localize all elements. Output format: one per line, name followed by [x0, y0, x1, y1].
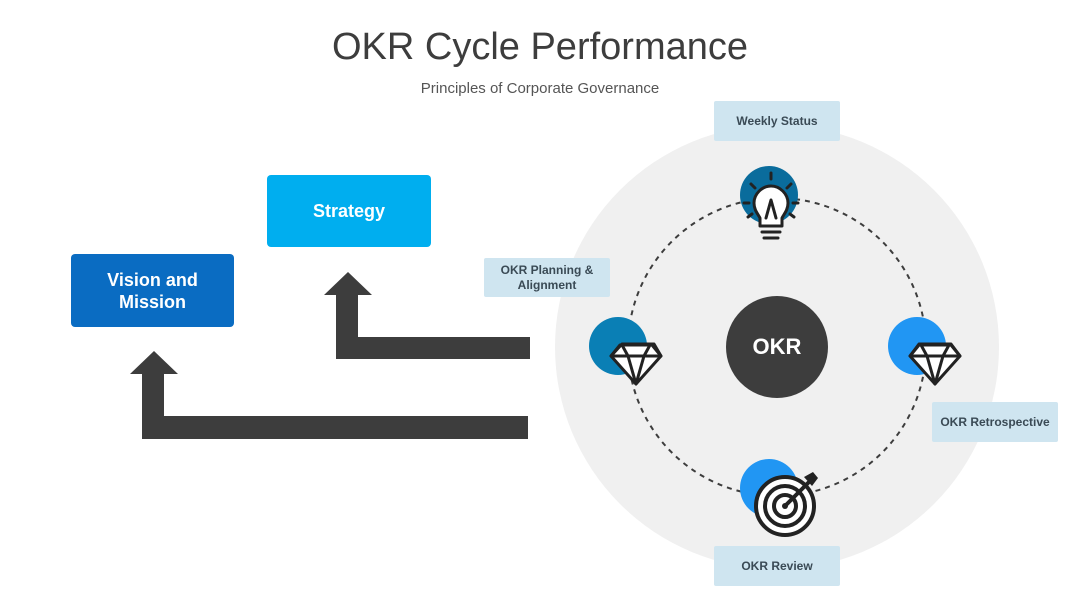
review-node [740, 459, 818, 537]
vision-label-line1: Vision and [107, 269, 198, 290]
diamond-icon [908, 342, 962, 386]
okr-center-label: OKR [752, 334, 802, 359]
planning-node [589, 317, 663, 386]
weekly-status-label: Weekly Status [736, 113, 818, 128]
target-icon [754, 472, 818, 537]
arrow-to-strategy [324, 272, 530, 359]
retrospective-label: OKR Retrospective [940, 414, 1050, 429]
page-title: OKR Cycle Performance [331, 26, 748, 68]
review-tag: OKR Review [714, 546, 840, 586]
weekly-status-tag: Weekly Status [714, 101, 840, 141]
planning-label-line2: Alignment [517, 277, 577, 292]
retrospective-node [888, 317, 962, 386]
review-label: OKR Review [741, 558, 813, 573]
diamond-icon [609, 342, 663, 386]
strategy-box: Strategy [267, 175, 431, 247]
strategy-label: Strategy [312, 200, 386, 221]
planning-tag: OKR Planning & Alignment [484, 258, 610, 297]
page-subtitle: Principles of Corporate Governance [420, 80, 660, 97]
retrospective-tag: OKR Retrospective [932, 402, 1058, 442]
vision-label-line2: Mission [118, 291, 186, 312]
vision-mission-box: Vision and Mission [71, 254, 234, 327]
planning-label-line1: OKR Planning & [500, 262, 594, 277]
weekly-status-node [740, 166, 800, 240]
lightbulb-icon [742, 171, 800, 240]
arrow-to-vision [130, 351, 528, 439]
okr-center-circle: OKR [726, 296, 828, 398]
